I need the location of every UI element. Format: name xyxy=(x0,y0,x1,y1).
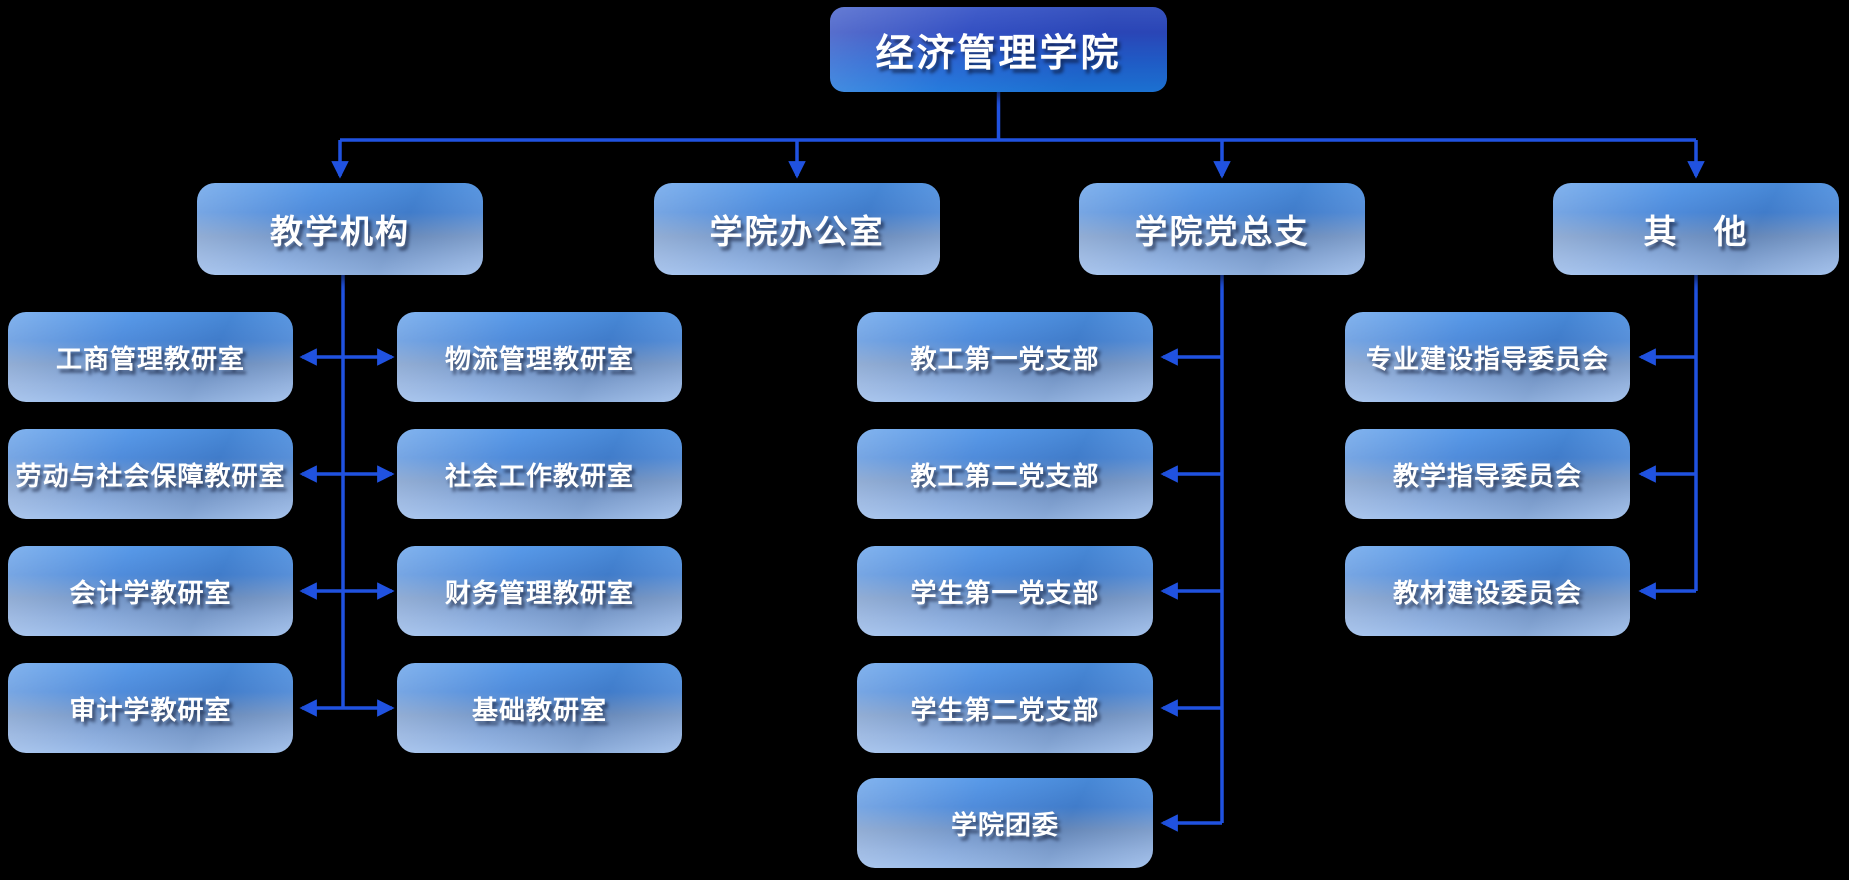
org-node-party-3: 学生第二党支部 xyxy=(857,663,1153,753)
org-node-other-0: 专业建设指导委员会 xyxy=(1345,312,1630,402)
org-node-teaching-right-2: 财务管理教研室 xyxy=(397,546,682,636)
org-node-teaching-left-3: 审计学教研室 xyxy=(8,663,293,753)
org-node-teaching-right-0: 物流管理教研室 xyxy=(397,312,682,402)
org-node-party: 学院党总支 xyxy=(1079,183,1365,275)
org-node-teaching-left-2: 会计学教研室 xyxy=(8,546,293,636)
org-node-teaching-right-3: 基础教研室 xyxy=(397,663,682,753)
org-node-root: 经济管理学院 xyxy=(830,7,1167,92)
org-node-party-0: 教工第一党支部 xyxy=(857,312,1153,402)
org-node-other: 其 他 xyxy=(1553,183,1839,275)
org-node-teaching-left-0: 工商管理教研室 xyxy=(8,312,293,402)
org-node-other-2: 教材建设委员会 xyxy=(1345,546,1630,636)
org-node-party-4: 学院团委 xyxy=(857,778,1153,868)
org-node-office: 学院办公室 xyxy=(654,183,940,275)
org-node-teaching: 教学机构 xyxy=(197,183,483,275)
org-node-party-1: 教工第二党支部 xyxy=(857,429,1153,519)
org-node-other-1: 教学指导委员会 xyxy=(1345,429,1630,519)
org-node-party-2: 学生第一党支部 xyxy=(857,546,1153,636)
org-node-teaching-left-1: 劳动与社会保障教研室 xyxy=(8,429,293,519)
org-node-teaching-right-1: 社会工作教研室 xyxy=(397,429,682,519)
